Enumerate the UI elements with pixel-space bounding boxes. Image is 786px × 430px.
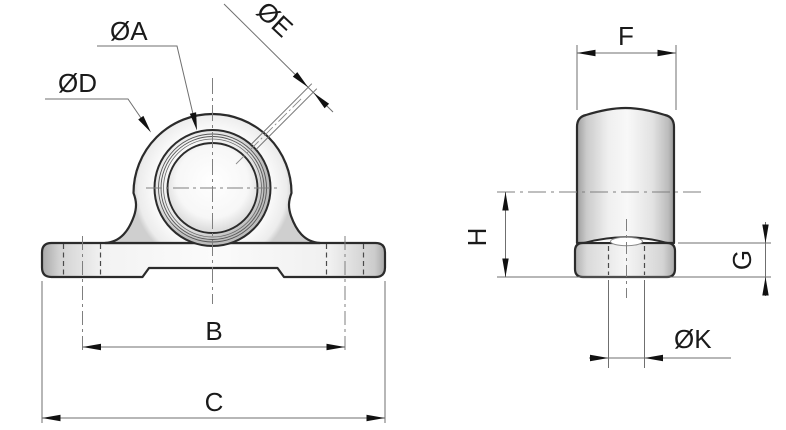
side-bolt-hole-hidden xyxy=(607,246,646,275)
leader-dia-a: ØA xyxy=(97,16,197,131)
dia-k-arrow-left xyxy=(590,354,609,362)
dia-e-label: ØE xyxy=(251,0,299,43)
dim-b-arrow-left xyxy=(82,343,101,351)
dim-h-arrow-bottom xyxy=(502,258,509,277)
front-base-outline xyxy=(40,241,387,279)
front-bolt-holes xyxy=(62,244,365,276)
dim-h-arrow-top xyxy=(502,192,509,211)
dim-c-arrow-left xyxy=(42,414,61,422)
dim-c-label: C xyxy=(205,387,224,417)
grease-hole-centerline xyxy=(235,96,304,165)
grease-hole-edge-1 xyxy=(250,83,313,145)
grease-hole-edge-2 xyxy=(255,88,318,150)
dim-dia-k: ØK xyxy=(589,280,731,368)
dia-d-label: ØD xyxy=(58,68,97,98)
dia-a-label: ØA xyxy=(110,16,148,46)
dim-f: F xyxy=(576,21,677,110)
dim-h-label: H xyxy=(462,228,492,247)
dim-g-label: G xyxy=(727,250,757,270)
leader-dia-d: ØD xyxy=(45,68,151,133)
dim-c: C xyxy=(41,281,386,423)
dim-c-arrow-right xyxy=(366,414,385,422)
dia-e-arrowhead-2 xyxy=(313,92,330,109)
dia-d-arrowhead xyxy=(138,115,151,133)
dim-g: G xyxy=(678,222,771,296)
dim-f-arrow-left xyxy=(577,49,596,57)
side-base-outline xyxy=(573,241,677,279)
side-body-outline xyxy=(575,106,676,245)
dim-h: H xyxy=(462,192,509,277)
dim-dia-e: ØE xyxy=(223,0,334,113)
dia-a-arrowhead xyxy=(189,112,197,131)
dim-f-label: F xyxy=(618,21,634,51)
dim-b: B xyxy=(82,316,345,351)
side-view: F H G ØK xyxy=(462,21,771,368)
dim-b-label: B xyxy=(205,316,222,346)
dim-f-arrow-right xyxy=(657,49,676,57)
dim-g-arrow-bottom xyxy=(762,277,769,296)
dim-b-arrow-right xyxy=(326,343,345,351)
front-view: ØA ØD ØE B C xyxy=(40,0,387,423)
dim-g-arrow-top xyxy=(762,224,769,243)
dia-k-arrow-right xyxy=(644,354,663,362)
dia-e-arrowhead-1 xyxy=(292,72,309,88)
dia-k-label: ØK xyxy=(674,324,712,354)
